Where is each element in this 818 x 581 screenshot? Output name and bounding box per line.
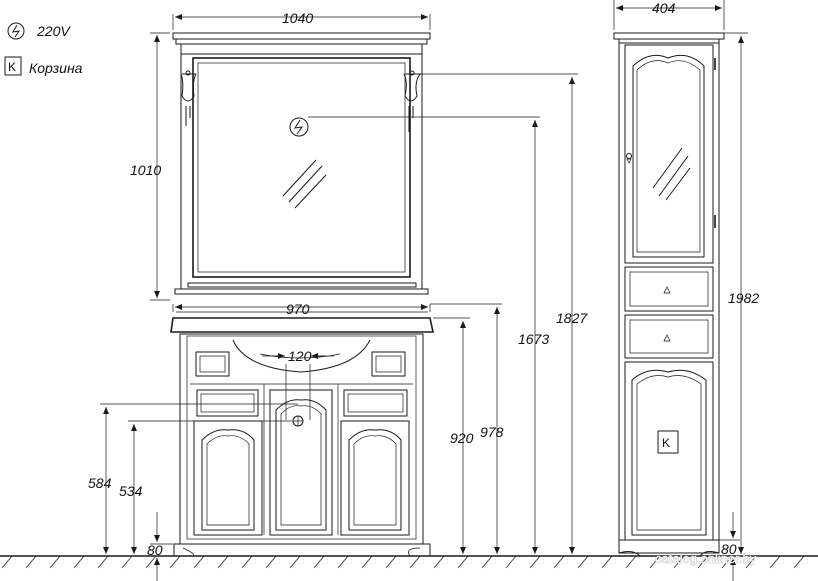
dim-pipe-spacing: 120 [288,348,312,364]
dim-height-920: 920 [450,430,474,446]
tower-basket-icon: K [657,430,679,454]
dim-height-584: 584 [88,475,112,491]
basket-symbol: K [8,60,16,74]
dim-tower-height: 1982 [728,290,759,306]
right-lamp-icon [403,70,421,132]
dim-plinth-left: 80 [147,542,163,558]
pipe-outlet-icon [292,415,304,427]
dim-basin-width: 970 [286,301,310,317]
dim-height-534: 534 [119,483,143,499]
left-lamp-icon [180,70,197,126]
dim-tower-width: 404 [652,0,676,16]
dim-mirror-width: 1040 [282,10,313,26]
dim-plinth-right: 80 [721,541,737,557]
floor-line [0,555,818,569]
tower-basket-symbol: K [662,436,670,450]
dim-height-978: 978 [480,424,504,440]
mirror-power-socket-icon [289,117,309,137]
basket-icon: K [4,56,22,76]
dimension-labels: 1040 1010 970 120 1673 1827 920 978 584 … [88,0,759,558]
vanity-unit [170,311,434,557]
tower-cabinet: K [613,32,725,557]
legend: 220V K Корзина [4,22,83,76]
power-label: 220V [36,23,71,39]
basket-label: Корзина [29,60,83,76]
power-socket-icon [7,22,25,40]
mirror-cabinet [172,32,431,295]
dimension-lines [100,0,748,581]
dim-height-1673: 1673 [518,331,549,347]
dim-height-1827: 1827 [556,310,588,326]
watermark-text: catalog.onliner.by [655,551,757,566]
dim-mirror-height: 1010 [130,162,161,178]
